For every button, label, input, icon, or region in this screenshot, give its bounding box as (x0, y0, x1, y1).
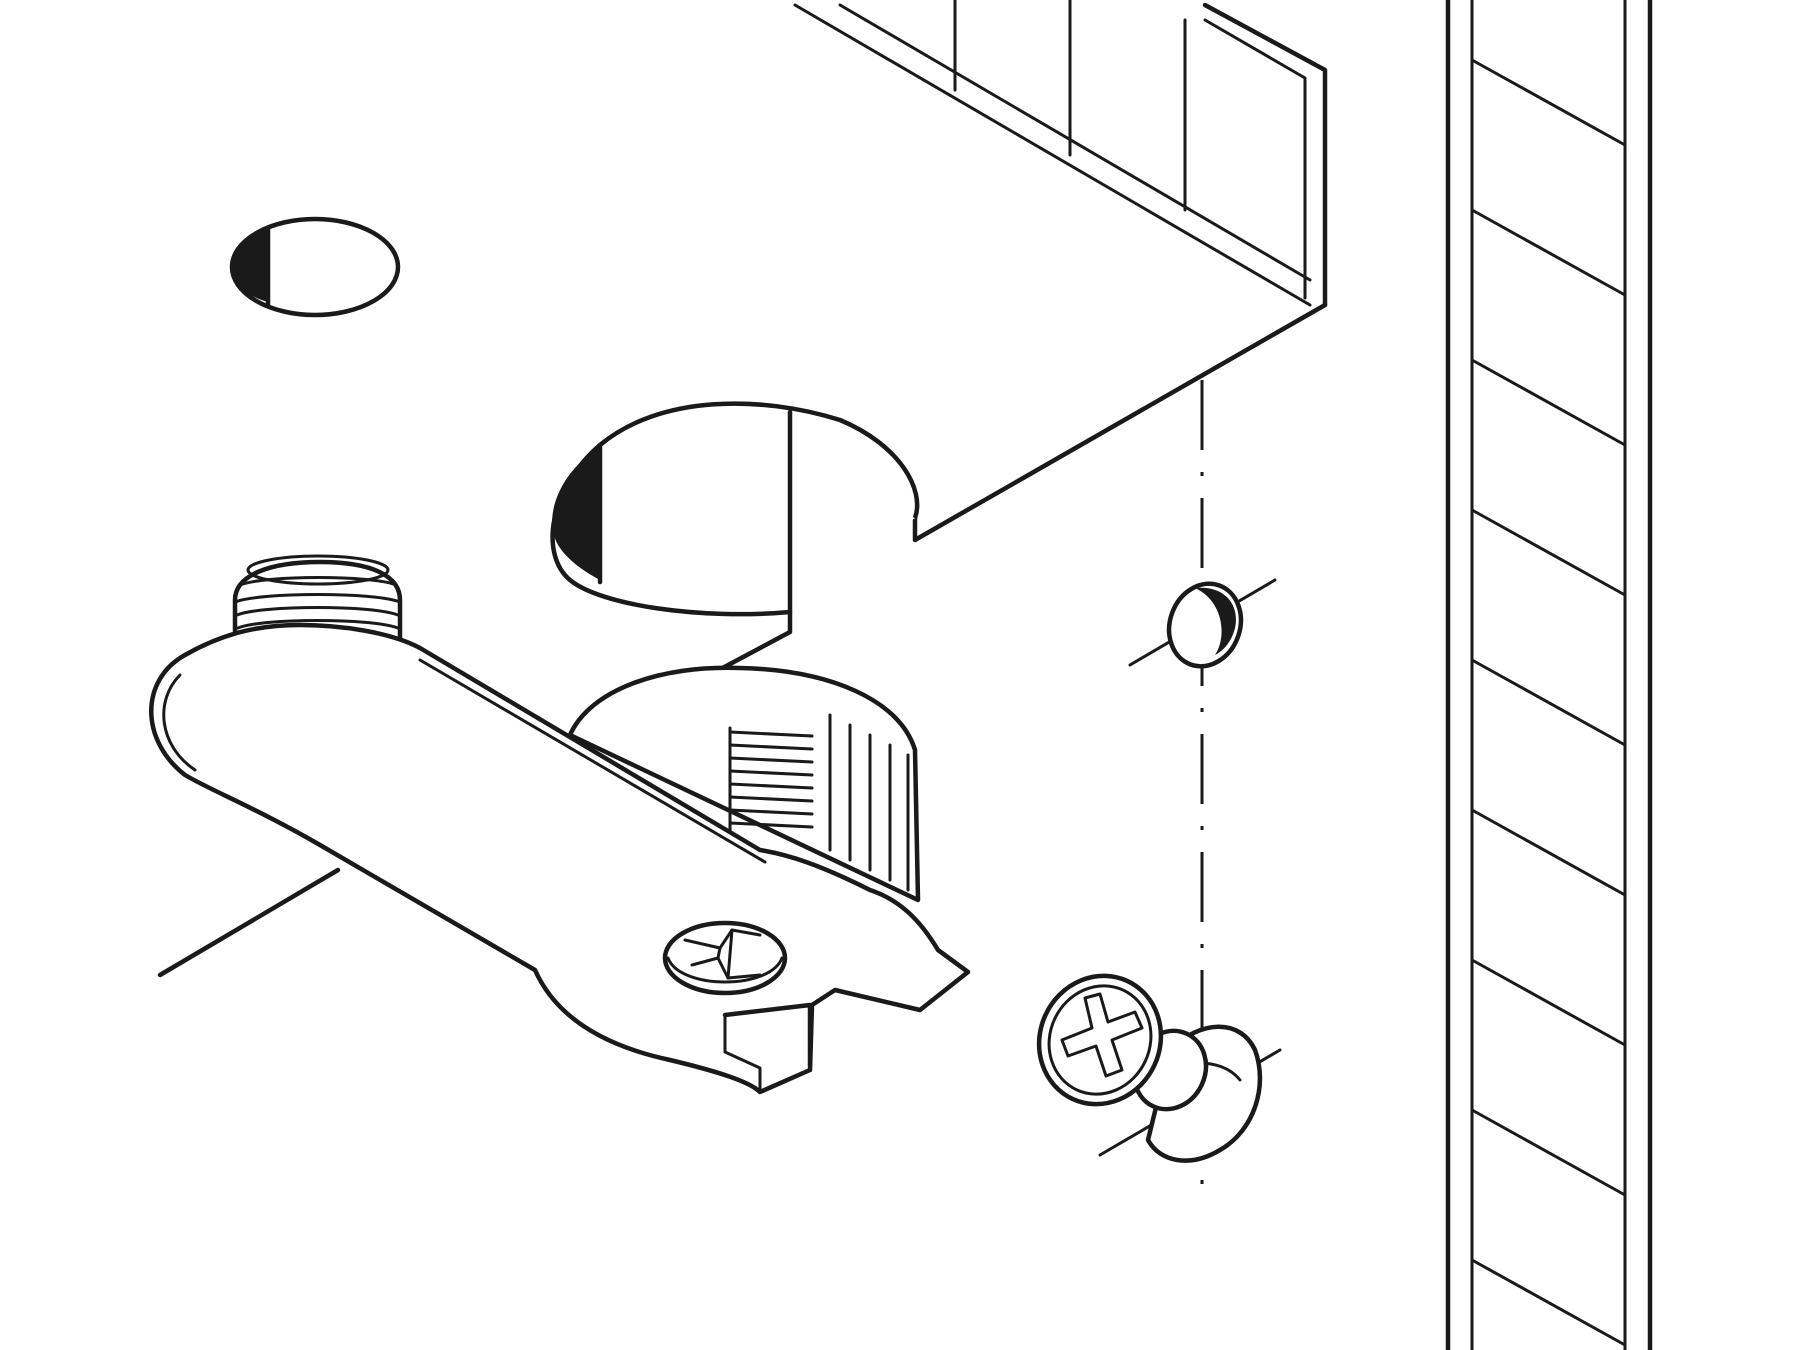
pilot-hole (1128, 578, 1277, 669)
large-drill-hole (550, 401, 920, 617)
drawer-side-panel (697, 0, 1328, 683)
phillips-screw-icon (1060, 992, 1144, 1078)
wall-hatching (1470, 58, 1627, 1347)
panel-edge-line (157, 867, 341, 978)
phillips-screw (1036, 973, 1282, 1163)
threaded-stud (232, 554, 403, 643)
small-drill-hole (229, 216, 401, 318)
lever-screw (662, 920, 788, 996)
knurled-grip (728, 726, 814, 832)
cabinet-wall (1445, 0, 1653, 1350)
connector-housing (567, 665, 921, 903)
